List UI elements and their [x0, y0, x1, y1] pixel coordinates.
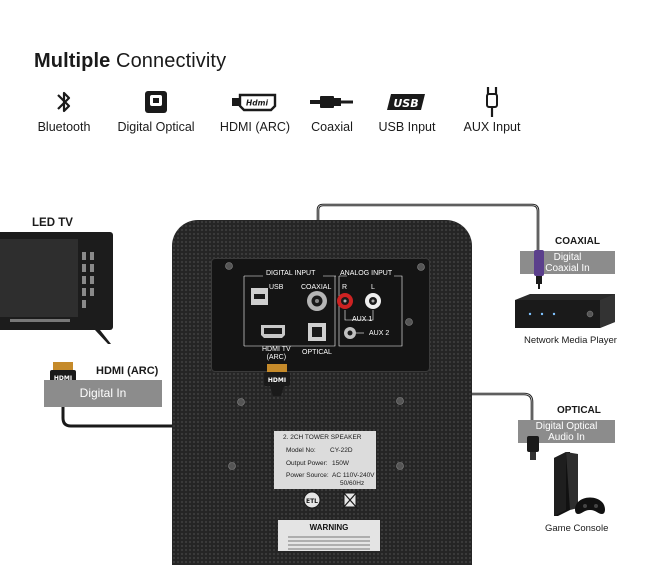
connectivity-label: Bluetooth	[37, 120, 91, 134]
panel-usb: USB	[269, 284, 284, 291]
connectivity-hdmi: Hdmi HDMI (ARC)	[205, 86, 305, 134]
svg-text:HDMI: HDMI	[268, 377, 286, 384]
game-console-label: Game Console	[545, 523, 609, 534]
svg-text:ETL: ETL	[306, 498, 318, 505]
optical-port-icon	[145, 91, 167, 113]
tv-label: LED TV	[32, 217, 73, 229]
hdmi-title: HDMI (ARC)	[96, 365, 159, 377]
title-bold: Multiple	[34, 50, 111, 72]
spec-source-key: Power Source:	[286, 472, 329, 479]
spec-source-val2: 50/60Hz	[340, 480, 365, 487]
warning-label	[278, 520, 380, 551]
panel-optical: OPTICAL	[302, 349, 332, 356]
network-media-player	[515, 294, 615, 328]
warning-fine-print	[288, 536, 370, 550]
panel-digital-input: DIGITAL INPUT	[266, 270, 316, 277]
hdmi-plug-speaker: HDMI	[264, 364, 290, 396]
led-tv	[0, 232, 113, 344]
panel-hdmi-tv: HDMI TV (ARC)	[262, 346, 291, 362]
warning-title: WARNING	[309, 523, 349, 532]
bluetooth-icon	[57, 91, 71, 113]
etl-mark-icon	[303, 491, 321, 509]
connectivity-aux: AUX Input	[442, 86, 542, 134]
connectivity-label: Coaxial	[311, 120, 353, 134]
connectivity-bluetooth: Bluetooth	[14, 86, 114, 134]
panel-r: R	[342, 284, 348, 291]
connectivity-label: Digital Optical	[117, 120, 195, 134]
spec-power-val: 150W	[332, 460, 349, 467]
hdmi-icon: Hdmi	[232, 93, 277, 112]
optical-tag: Digital Optical Audio In	[518, 420, 615, 443]
input-panel-graphics	[225, 262, 425, 347]
svg-text:USB: USB	[393, 97, 418, 110]
coaxial-tag-line1: Digital	[553, 252, 582, 263]
connectivity-label: AUX Input	[463, 120, 521, 134]
spec-model-val: CY-22D	[330, 447, 353, 454]
panel-hdmi-tv-line1: HDMI TV	[262, 346, 291, 353]
spec-power-key: Output Power:	[286, 460, 328, 467]
panel-aux1: AUX 1	[352, 316, 373, 323]
title-rest: Connectivity	[116, 50, 227, 72]
aux-cable-icon	[486, 87, 498, 117]
svg-text:HDMI: HDMI	[54, 375, 72, 382]
panel-aux2: AUX 2	[369, 330, 390, 337]
optical-tag-line1: Digital Optical	[535, 421, 598, 432]
certification-marks: ETL	[303, 490, 359, 510]
spec-model-key: Model No:	[286, 447, 316, 454]
optical-plug	[527, 436, 539, 460]
connectivity-label: USB Input	[378, 120, 436, 134]
coaxial-plug	[534, 250, 544, 289]
coaxial-tag-line2: Coaxial In	[545, 263, 590, 274]
page-title: Multiple Connectivity	[34, 50, 226, 73]
spec-label	[274, 431, 376, 489]
panel-analog-input: ANALOG INPUT	[340, 270, 393, 277]
panel-l: L	[371, 284, 375, 291]
connectivity-coaxial: Coaxial	[282, 86, 382, 134]
spec-source-val: AC 110V-240V	[332, 472, 375, 479]
coaxial-title: COAXIAL	[555, 236, 600, 247]
usb-icon: USB	[387, 94, 425, 110]
connectivity-optical: Digital Optical	[106, 86, 206, 134]
input-panel	[211, 258, 430, 372]
connectivity-usb: USB USB Input	[357, 86, 457, 134]
game-console	[554, 452, 605, 516]
coaxial-cable-icon	[310, 96, 353, 108]
hdmi-tag: Digital In	[44, 380, 162, 407]
optical-title: OPTICAL	[557, 405, 601, 416]
connectivity-label: HDMI (ARC)	[219, 120, 291, 134]
spec-title: 2. 2CH TOWER SPEAKER	[283, 434, 362, 441]
weee-bin-icon	[341, 490, 359, 510]
speaker-screws	[228, 397, 404, 470]
svg-text:Hdmi: Hdmi	[246, 99, 268, 108]
optical-tag-line2: Audio In	[548, 432, 585, 443]
panel-hdmi-tv-line2: (ARC)	[266, 354, 287, 361]
media-player-label: Network Media Player	[524, 335, 617, 346]
panel-coaxial: COAXIAL	[301, 284, 332, 291]
